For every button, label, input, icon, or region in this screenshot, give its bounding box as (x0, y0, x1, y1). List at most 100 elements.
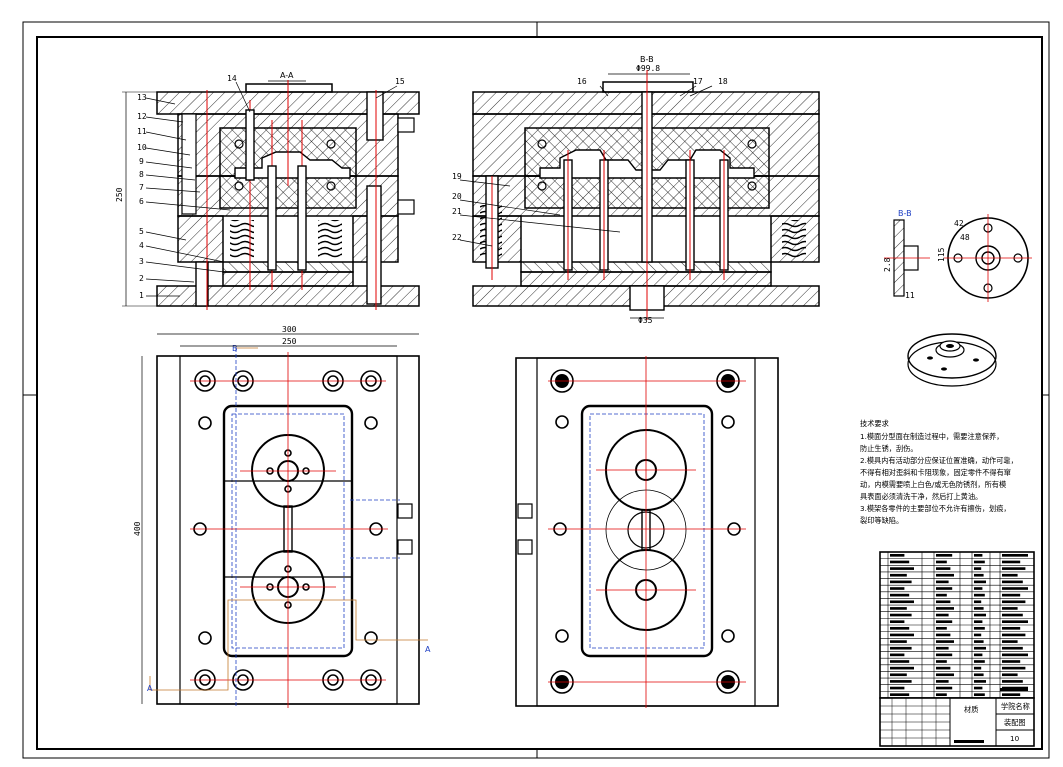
mini-dimension: 2.8 (883, 257, 892, 272)
plan-view-moving-half: A A B 300 250 400 (133, 325, 431, 708)
school-name: 学院名称 (1001, 702, 1030, 711)
width-dimension: 250 (282, 337, 297, 346)
parts-entry-mark (1002, 673, 1018, 677)
parts-entry-mark (1002, 666, 1026, 670)
parts-entry-mark (936, 607, 954, 610)
tech-req-line: 具表面必须清洗干净，然后打上黄油。 (860, 492, 982, 501)
mini-dimension: 115 (937, 247, 946, 262)
width-dimension: 300 (282, 325, 297, 334)
parts-entry-mark (974, 673, 984, 677)
parts-entry-mark (890, 673, 907, 677)
tech-req-line: 动，内模需要喷上白色/或无色防锈剂，所有模 (860, 480, 1006, 489)
parts-entry-mark (974, 633, 982, 637)
mini-dimension: 42 (954, 219, 964, 228)
parts-entry-mark (1002, 613, 1023, 617)
parts-entry-mark (974, 653, 983, 657)
part-label: 5 (139, 227, 144, 236)
parts-entry-mark (1002, 587, 1028, 590)
parts-entry-mark (890, 620, 905, 624)
section-marker-a: A (425, 645, 431, 654)
drawing-name: 装配图 (1004, 718, 1026, 727)
part-label: 13 (137, 93, 147, 102)
tech-req-line: 防止生锈，刮伤。 (860, 444, 918, 453)
parts-entry-mark (890, 560, 910, 564)
parts-entry-mark (890, 613, 912, 617)
part-label: 4 (139, 241, 144, 250)
parts-entry-mark (890, 587, 905, 590)
parts-entry-mark (1002, 633, 1026, 637)
parts-entry-mark (974, 640, 984, 643)
part-label: 18 (718, 77, 728, 86)
height-dimension: 250 (115, 187, 124, 202)
parts-entry-mark (974, 587, 983, 590)
parts-entry-mark (890, 666, 914, 670)
parts-entry-mark (936, 666, 951, 670)
parts-entry-mark (936, 553, 953, 557)
parts-entry-mark (936, 593, 947, 597)
material-label: 材质 (964, 705, 978, 714)
parts-entry-mark (1002, 620, 1028, 624)
parts-entry-mark (936, 680, 949, 683)
part-label: 11 (137, 127, 147, 136)
parts-entry-mark (1002, 680, 1023, 683)
frame-ticks (23, 22, 1049, 758)
parts-entry-mark (1002, 560, 1021, 564)
parts-entry-mark (890, 693, 910, 697)
plan-view-fixed-half (515, 356, 779, 708)
parts-entry-mark (936, 573, 954, 577)
parts-entry-mark (890, 607, 907, 610)
part-label: 2 (139, 274, 144, 283)
tech-req-line: 2.模具内有活动部分应保证位置准确，动作可靠， (860, 456, 1018, 465)
parts-entry-mark (974, 680, 986, 683)
parts-entry-mark (974, 580, 986, 584)
parts-entry-mark (1002, 607, 1018, 610)
parts-entry-mark (890, 573, 907, 577)
section-bb-view: B-B Φ99.8 (452, 55, 820, 325)
parts-entry-mark (974, 620, 983, 624)
section-bb-title: B-B (640, 55, 654, 64)
nozzle-diameter: Φ35 (638, 316, 653, 325)
part-label: 14 (227, 74, 237, 83)
parts-entry-mark (890, 633, 914, 637)
parts-entry-mark (974, 600, 982, 604)
parts-entry-mark (890, 686, 905, 690)
part-label: 1 (139, 291, 144, 300)
parts-entry-mark (1002, 646, 1023, 650)
parts-entry-mark (936, 626, 947, 630)
parts-entry-mark (936, 640, 954, 643)
parts-entry-mark (974, 660, 985, 663)
parts-entry-mark (974, 693, 985, 697)
parts-entry-mark (974, 560, 985, 564)
parts-entry-mark (936, 673, 954, 677)
parts-entry-mark (1002, 600, 1026, 604)
part-label: 7 (139, 183, 144, 192)
parts-entry-mark (1002, 567, 1026, 570)
parts-entry-mark (974, 607, 984, 610)
part-label: 20 (452, 192, 462, 201)
parts-entry-mark (936, 693, 947, 697)
parts-entry-mark (974, 666, 982, 670)
tech-req-line: 1.模面分型面在制造过程中，需要注意保养， (860, 432, 1003, 441)
parts-entry-mark (974, 613, 986, 617)
parts-entry-mark (936, 567, 951, 570)
parts-entry-mark (890, 680, 912, 683)
parts-entry-mark (890, 646, 912, 650)
parts-entry-mark (1002, 693, 1021, 697)
part-labels-left: 13 12 11 10 9 8 7 6 5 4 3 2 1 14 15 (137, 74, 405, 300)
tech-req-title: 技术要求 (860, 419, 889, 428)
parts-entry-mark (936, 620, 953, 624)
parts-entry-mark (974, 686, 983, 690)
part-label: 3 (139, 257, 144, 266)
parts-list (879, 551, 1035, 699)
inner-frame (36, 36, 1043, 750)
parts-entry-mark (1002, 660, 1021, 663)
tech-req-line: 裂印等缺陷。 (860, 516, 903, 525)
parts-entry-mark (1002, 626, 1021, 630)
parts-entry-mark (936, 686, 953, 690)
parts-entry-mark (936, 580, 949, 584)
parts-entry-mark (890, 653, 905, 657)
technical-requirements: 技术要求 1.模面分型面在制造过程中，需要注意保养， 防止生锈，刮伤。 2.模具… (860, 419, 1018, 525)
parts-entry-mark (1002, 640, 1018, 643)
parts-entry-mark (936, 653, 953, 657)
tech-req-line: 不得有相对歪斜和卡阻现象，固定零件不得有窜 (860, 468, 1011, 477)
